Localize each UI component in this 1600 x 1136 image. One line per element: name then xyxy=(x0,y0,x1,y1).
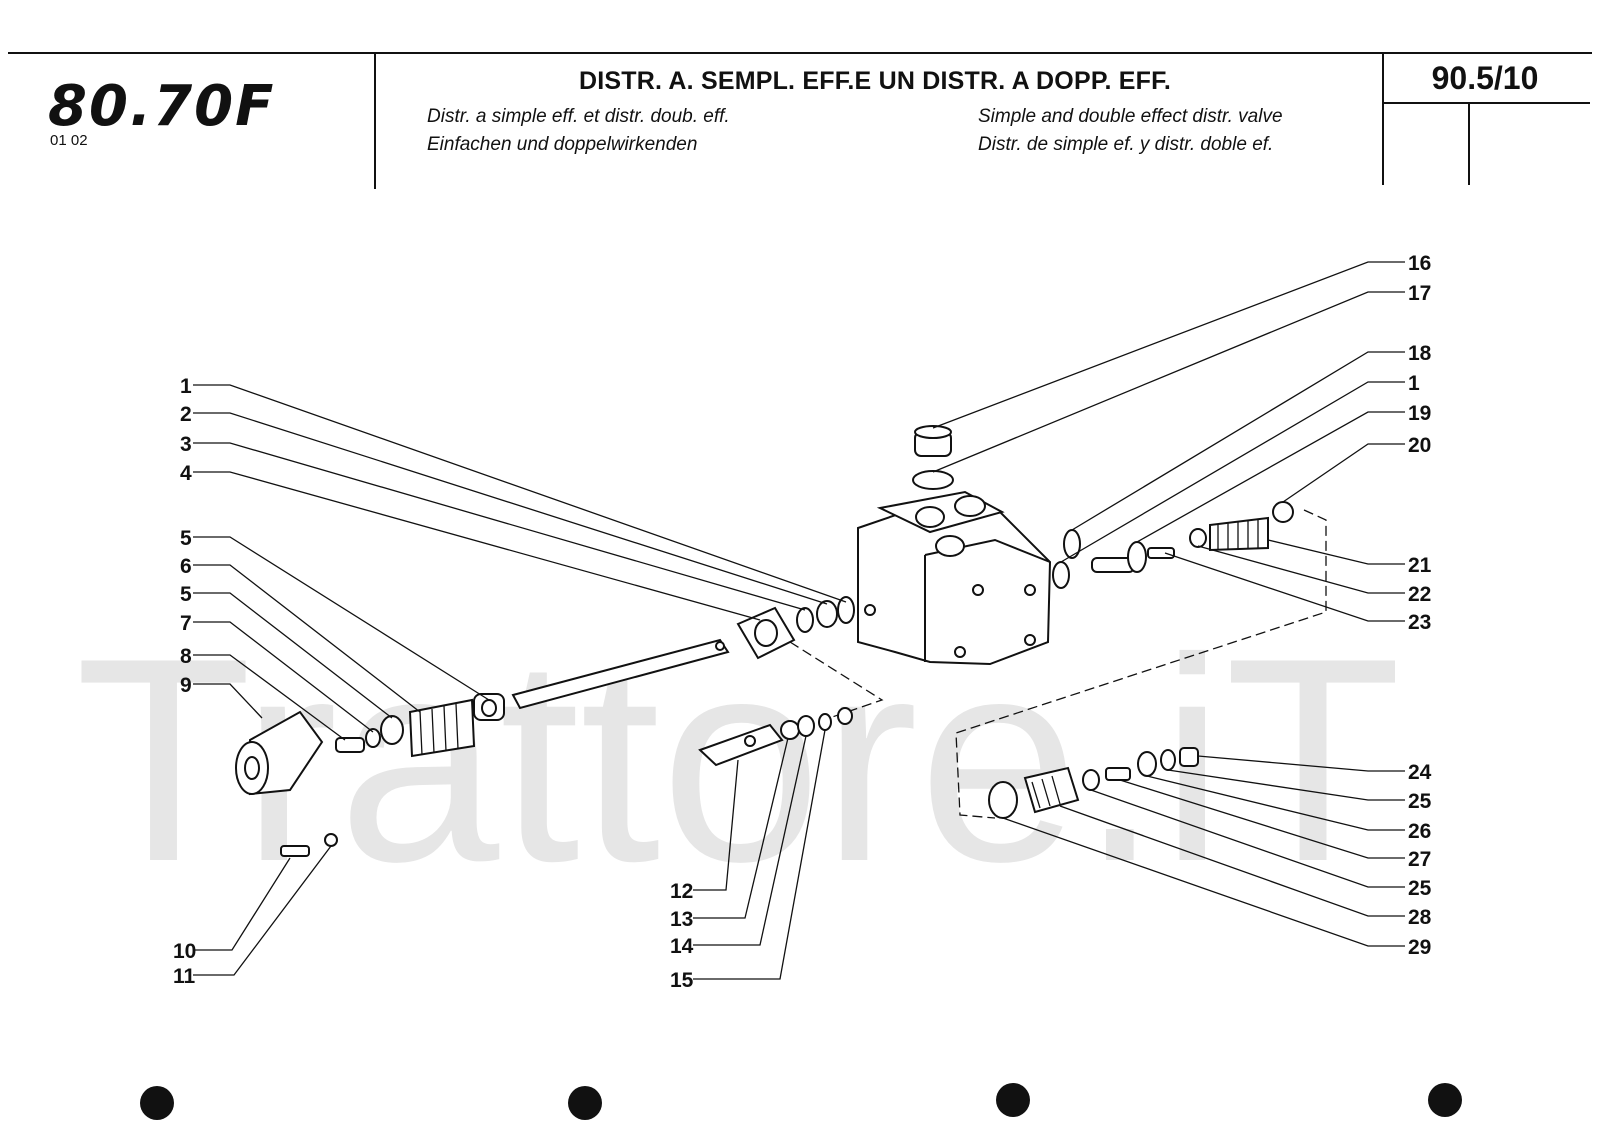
valve-body xyxy=(857,490,1052,666)
spring-6 xyxy=(408,698,476,758)
callout-25: 25 xyxy=(1408,790,1432,813)
callout-13: 13 xyxy=(670,908,693,931)
retainer-5b xyxy=(380,715,404,745)
pin-23 xyxy=(1147,528,1207,559)
punch-hole xyxy=(140,1086,174,1120)
callout-8: 8 xyxy=(180,645,192,668)
callout-17: 17 xyxy=(1408,282,1431,305)
callout-1: 1 xyxy=(180,375,192,398)
pin-27 xyxy=(1105,767,1131,781)
washer-17 xyxy=(912,470,954,490)
washer-1b xyxy=(1052,561,1070,589)
cover-9 xyxy=(235,710,324,796)
lever-12 xyxy=(698,723,784,767)
callout-16: 16 xyxy=(1408,252,1431,275)
washer-29 xyxy=(988,781,1018,819)
page-number: 90.5/10 xyxy=(1431,60,1539,96)
washer-25b xyxy=(1160,749,1176,771)
callout-21: 21 xyxy=(1408,554,1432,577)
ring-1 xyxy=(837,596,855,624)
punch-hole xyxy=(996,1083,1030,1117)
callout-5: 5 xyxy=(180,527,192,550)
callout-27: 27 xyxy=(1408,848,1431,871)
callout-7: 7 xyxy=(180,612,192,635)
ring-3 xyxy=(796,607,814,633)
ring-15b xyxy=(837,707,853,725)
callout-26: 26 xyxy=(1408,820,1431,843)
washer-25a xyxy=(1082,769,1100,791)
callout-19: 19 xyxy=(1408,402,1431,425)
assembly-axis-right xyxy=(955,509,1327,819)
flange-4 xyxy=(736,606,796,660)
screw-8 xyxy=(335,737,365,753)
page-number-divider xyxy=(1468,103,1470,185)
subtitle-french: Distr. a simple eff. et distr. doub. eff… xyxy=(427,106,730,127)
callout-9: 9 xyxy=(180,674,192,697)
cap-20 xyxy=(1272,501,1294,523)
page-title: DISTR. A. SEMPL. EFF.E UN DISTR. A DOPP.… xyxy=(579,67,1171,95)
callout-3: 3 xyxy=(180,433,192,456)
leader-lines xyxy=(193,261,1405,980)
callout-5-second: 5 xyxy=(180,583,192,606)
callout-25-second: 25 xyxy=(1408,877,1432,900)
subtitle-spanish: Distr. de simple ef. y distr. doble ef. xyxy=(978,134,1274,155)
ring-15 xyxy=(818,713,832,731)
washer-26 xyxy=(1137,751,1157,777)
header-divider-2 xyxy=(1382,53,1384,185)
callout-22: 22 xyxy=(1408,583,1431,606)
spool-shaft xyxy=(511,638,730,710)
revision-code: 01 02 xyxy=(50,132,88,149)
punch-hole xyxy=(568,1086,602,1120)
callout-20: 20 xyxy=(1408,434,1431,457)
callout-14: 14 xyxy=(670,935,694,958)
callout-28: 28 xyxy=(1408,906,1432,929)
ring-2 xyxy=(816,600,838,628)
retainer-5a xyxy=(473,693,505,721)
callout-23: 23 xyxy=(1408,611,1431,634)
callout-11: 11 xyxy=(173,965,196,988)
plug-28 xyxy=(1023,766,1080,814)
callout-2: 2 xyxy=(180,403,192,426)
page-number-rule xyxy=(1382,102,1590,104)
screw-10 xyxy=(280,845,310,857)
model-logo: 80.70F xyxy=(48,74,276,139)
washer-7 xyxy=(365,728,381,748)
ring-18 xyxy=(1063,529,1081,559)
callout-29: 29 xyxy=(1408,936,1431,959)
nut-11 xyxy=(324,833,338,847)
callout-12: 12 xyxy=(670,880,693,903)
spring-21 xyxy=(1209,516,1269,552)
ring-13 xyxy=(780,720,800,740)
callout-6: 6 xyxy=(180,555,192,578)
subtitle-english: Simple and double effect distr. valve xyxy=(978,106,1283,127)
subtitle-german: Einfachen und doppelwirkenden xyxy=(427,134,698,155)
callout-4: 4 xyxy=(180,462,192,485)
plug-16 xyxy=(914,425,952,457)
callout-15: 15 xyxy=(670,969,694,992)
header-divider-1 xyxy=(374,53,376,189)
callout-18: 18 xyxy=(1408,342,1432,365)
punch-hole xyxy=(1428,1083,1462,1117)
callout-1-right: 1 xyxy=(1408,372,1420,395)
header-rule xyxy=(8,52,1592,54)
callout-24: 24 xyxy=(1408,761,1432,784)
nut-24 xyxy=(1179,747,1199,767)
ring-14 xyxy=(797,715,815,737)
callout-10: 10 xyxy=(173,940,196,963)
valve-19 xyxy=(1091,541,1147,573)
